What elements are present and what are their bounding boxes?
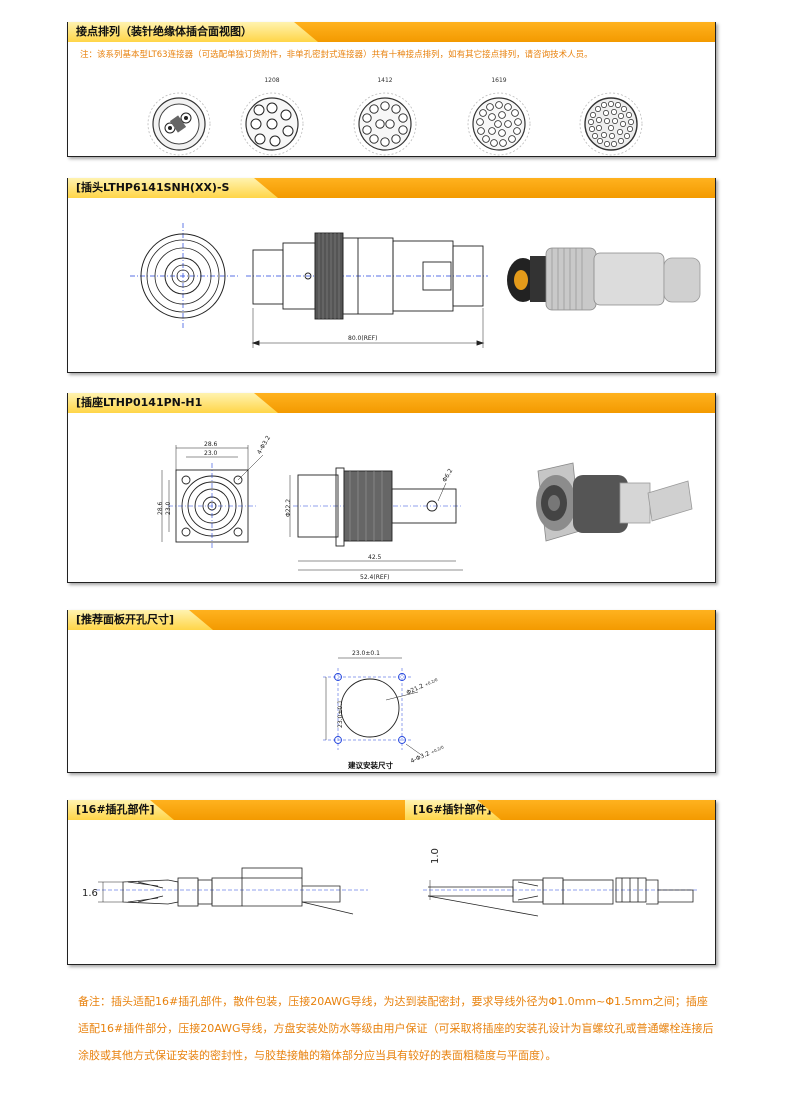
cutout-diameter-tolerance: +0.2/0 bbox=[424, 677, 439, 687]
receptacle-inner-dim: 23.0 bbox=[204, 450, 218, 457]
pin-arrangement-1 bbox=[136, 84, 222, 164]
receptacle-3d-image bbox=[536, 462, 693, 542]
plug-header: [插头LTHP6141SNH(XX)-S bbox=[68, 178, 715, 198]
footer-note: 备注：插头适配16#插孔部件，散件包装，压接20AWG导线，为达到装配密封，要求… bbox=[78, 995, 714, 1062]
pin-arrangement-1412: 1412 bbox=[342, 77, 428, 164]
plug-body: 80.0(REF) bbox=[68, 198, 715, 372]
pin-layout-body: 注：该系列基本型LT63连接器（可选配单独订货附件，非单孔密封式连接器）共有十种… bbox=[68, 42, 715, 156]
socket-contact-drawing bbox=[96, 867, 368, 915]
pin-arrangement-1412-drawing bbox=[353, 92, 417, 156]
panel-cutout-panel: [推荐面板开孔尺寸] 23.0±0.1 23.0±0.1 Φ21.2 +0.2/ bbox=[67, 610, 716, 773]
socket-contact-dim: 1.6 bbox=[82, 888, 98, 899]
receptacle-length2-dim: 52.4(REF) bbox=[360, 574, 389, 581]
plug-length-dim: 80.0(REF) bbox=[348, 335, 377, 342]
pin-arrangement-1208: 1208 bbox=[229, 77, 315, 164]
pin-layout-note: 注：该系列基本型LT63连接器（可选配单独订货附件，非单孔密封式连接器）共有十种… bbox=[80, 50, 593, 60]
pin-arrangement-5-drawing bbox=[579, 92, 643, 156]
plug-panel: [插头LTHP6141SNH(XX)-S bbox=[67, 178, 716, 373]
plug-3d-image bbox=[507, 247, 701, 311]
contacts-body: 1.6 1.0 bbox=[68, 820, 715, 964]
pin-arrangement-1208-drawing bbox=[240, 92, 304, 156]
cutout-holes-value: 4-Φ3.2 bbox=[409, 750, 430, 765]
cutout-h-dim: 23.0±0.1 bbox=[352, 650, 380, 657]
receptacle-front-view bbox=[161, 445, 264, 549]
pin-contact-drawing bbox=[423, 877, 698, 917]
panel-cutout-header: [推荐面板开孔尺寸] bbox=[68, 610, 715, 630]
receptacle-hole2-dim: Φ6.2 bbox=[441, 467, 454, 483]
plug-drawing: 80.0(REF) bbox=[130, 223, 701, 348]
receptacle-inner-dim-v: 23.0 bbox=[165, 501, 172, 515]
cutout-holes-dim: 4-Φ3.2 +0.2/0 bbox=[409, 743, 445, 765]
receptacle-length1-dim: 42.5 bbox=[368, 554, 382, 561]
pin-arrangement-1619-drawing bbox=[467, 92, 531, 156]
contacts-panel: [16#插孔部件] [16#插针部件] 1.6 bbox=[67, 800, 716, 965]
receptacle-body: 28.6 23.0 4-Φ3.2 28.6 23.0 bbox=[68, 413, 715, 582]
plug-title: [插头LTHP6141SNH(XX)-S bbox=[68, 178, 278, 198]
receptacle-header: [插座LTHP0141PN-H1 bbox=[68, 393, 715, 413]
cutout-diameter-value: Φ21.2 bbox=[405, 683, 425, 697]
pin-code-1619: 1619 bbox=[491, 77, 507, 84]
receptacle-hole-dim: 4-Φ3.2 bbox=[256, 434, 272, 455]
receptacle-title: [插座LTHP0141PN-H1 bbox=[68, 393, 278, 413]
cutout-v-dim: 23.0±0.1 bbox=[337, 700, 344, 728]
receptacle-drawing: 28.6 23.0 4-Φ3.2 28.6 23.0 bbox=[157, 434, 693, 581]
receptacle-outer-dim: 28.6 bbox=[204, 441, 218, 448]
cutout-caption: 建议安装尺寸 bbox=[347, 760, 393, 770]
contacts-drawing: 1.6 1.0 bbox=[82, 848, 698, 917]
pin-layout-header: 接点排列（装针绝缘体插合面视图） bbox=[68, 22, 715, 42]
receptacle-side-view bbox=[289, 467, 463, 571]
cutout-holes-tolerance: +0.2/0 bbox=[430, 744, 445, 754]
receptacle-diameter-dim: Φ22.2 bbox=[285, 499, 292, 517]
panel-cutout-body: 23.0±0.1 23.0±0.1 Φ21.2 +0.2/0 4-Φ3.2 +0… bbox=[68, 630, 715, 772]
panel-cutout-title: [推荐面板开孔尺寸] bbox=[68, 610, 213, 630]
plug-side-view bbox=[246, 232, 488, 348]
pin-code-1208: 1208 bbox=[264, 77, 280, 84]
pin-arrangement-1-drawing bbox=[147, 92, 211, 156]
panel-cutout-drawing: 23.0±0.1 23.0±0.1 Φ21.2 +0.2/0 4-Φ3.2 +0… bbox=[323, 650, 445, 770]
receptacle-outer-dim-v: 28.6 bbox=[157, 501, 164, 515]
pin-layout-title: 接点排列（装针绝缘体插合面视图） bbox=[68, 22, 318, 42]
pin-contact-title: [16#插针部件] bbox=[405, 800, 501, 820]
pin-code-1412: 1412 bbox=[377, 77, 393, 84]
pin-arrangement-1619: 1619 bbox=[456, 77, 542, 164]
pin-arrangement-5 bbox=[568, 84, 654, 164]
receptacle-panel: [插座LTHP0141PN-H1 2 bbox=[67, 393, 716, 583]
pin-contact-dim: 1.0 bbox=[430, 848, 441, 864]
plug-front-view bbox=[130, 223, 238, 328]
contacts-header: [16#插孔部件] [16#插针部件] bbox=[68, 800, 715, 820]
cutout-diameter-dim: Φ21.2 +0.2/0 bbox=[405, 676, 439, 697]
pin-layout-panel: 接点排列（装针绝缘体插合面视图） 注：该系列基本型LT63连接器（可选配单独订货… bbox=[67, 22, 716, 157]
socket-contact-title: [16#插孔部件] bbox=[68, 800, 174, 820]
